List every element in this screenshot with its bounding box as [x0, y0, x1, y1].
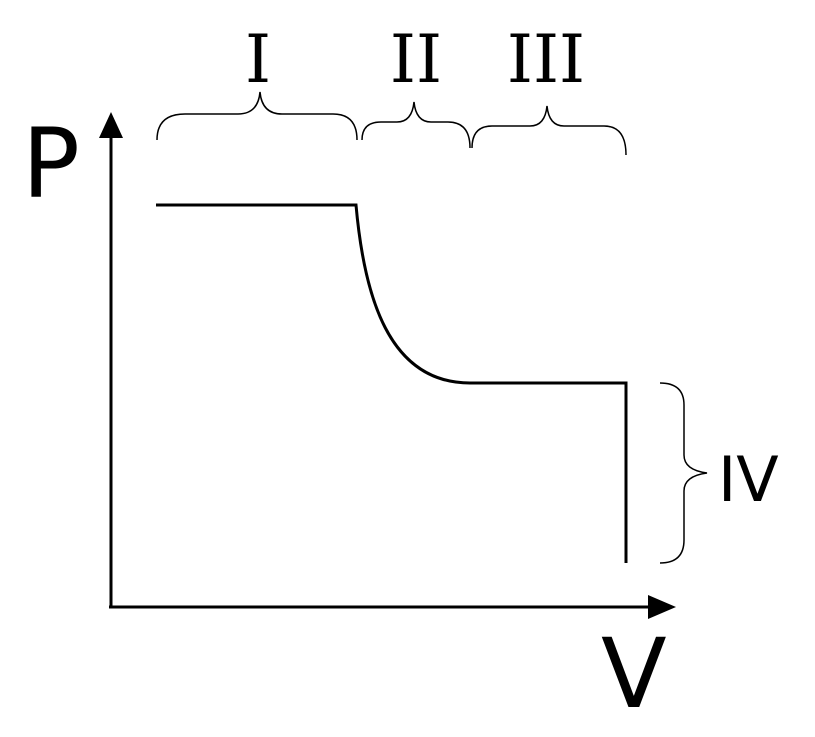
region-label-1: I — [245, 21, 271, 98]
y-axis-arrowhead — [99, 112, 123, 138]
brace-region-2 — [361, 101, 471, 149]
x-axis-arrowhead — [648, 595, 676, 619]
brace-region-3 — [471, 105, 627, 156]
region-label-4: IV — [718, 443, 779, 516]
region-label-2: II — [390, 21, 442, 98]
brace-region-1 — [156, 91, 358, 141]
x-axis-label: V — [601, 618, 667, 730]
y-axis-label: P — [22, 108, 80, 220]
brace-region-4 — [659, 382, 708, 564]
process-curve — [156, 203, 628, 563]
region-label-3: III — [507, 21, 585, 98]
